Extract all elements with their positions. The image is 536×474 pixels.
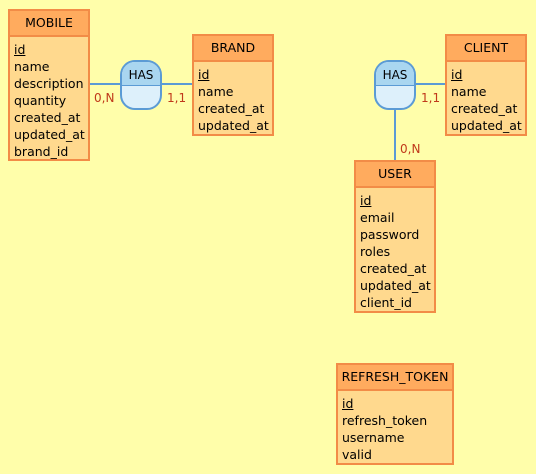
association-client-user-label: HAS xyxy=(376,62,414,86)
entity-attribute: name xyxy=(451,84,487,99)
entity-attribute: roles xyxy=(360,244,391,259)
entity-attribute: updated_at xyxy=(14,127,85,142)
association-mobile-brand[interactable]: HAS xyxy=(120,60,162,110)
entity-attribute: password xyxy=(360,227,420,242)
entity-attribute: created_at xyxy=(198,101,265,116)
cardinality-user: 0,N xyxy=(400,142,421,156)
entity-mobile[interactable]: MOBILE id name description quantity created_… xyxy=(8,9,90,161)
cardinality-mobile: 0,N xyxy=(94,91,115,105)
entity-attribute: name xyxy=(198,84,234,99)
entity-attribute: id xyxy=(342,396,354,411)
entity-user-attributes: id email password roles created_at updated_at… xyxy=(356,188,434,311)
cardinality-client: 1,1 xyxy=(421,91,441,105)
cardinality-brand: 1,1 xyxy=(167,91,187,105)
entity-attribute: username xyxy=(342,430,405,445)
entity-refresh-token-attributes: id refresh_token username valid xyxy=(338,391,452,463)
entity-client-attributes: id name created_at updated_at xyxy=(447,62,525,134)
entity-brand-title: BRAND xyxy=(194,36,272,62)
entity-attribute: id xyxy=(360,193,372,208)
entity-attribute: client_id xyxy=(360,295,412,310)
entity-attribute: created_at xyxy=(360,261,427,276)
entity-brand[interactable]: BRAND id name created_at updated_at xyxy=(192,34,274,136)
entity-client[interactable]: CLIENT id name created_at updated_at xyxy=(445,34,527,136)
entity-attribute: refresh_token xyxy=(342,413,428,428)
entity-attribute: id xyxy=(451,67,463,82)
entity-mobile-title: MOBILE xyxy=(10,11,88,37)
entity-attribute: updated_at xyxy=(360,278,431,293)
entity-attribute: id xyxy=(14,42,26,57)
entity-client-title: CLIENT xyxy=(447,36,525,62)
entity-attribute: quantity xyxy=(14,93,67,108)
entity-attribute: created_at xyxy=(451,101,518,116)
entity-brand-attributes: id name created_at updated_at xyxy=(194,62,272,134)
association-mobile-brand-label: HAS xyxy=(122,62,160,86)
entity-refresh-token-title: REFRESH_TOKEN xyxy=(338,365,452,391)
entity-attribute: id xyxy=(198,67,210,82)
entity-attribute: updated_at xyxy=(198,118,269,133)
entity-attribute: name xyxy=(14,59,50,74)
entity-attribute: description xyxy=(14,76,84,91)
entity-attribute: email xyxy=(360,210,395,225)
entity-refresh-token[interactable]: REFRESH_TOKEN id refresh_token username val… xyxy=(336,363,454,465)
entity-attribute: brand_id xyxy=(14,144,69,159)
association-client-user[interactable]: HAS xyxy=(374,60,416,110)
entity-user-title: USER xyxy=(356,162,434,188)
entity-attribute: updated_at xyxy=(451,118,522,133)
entity-attribute: created_at xyxy=(14,110,81,125)
entity-attribute: valid xyxy=(342,447,372,462)
